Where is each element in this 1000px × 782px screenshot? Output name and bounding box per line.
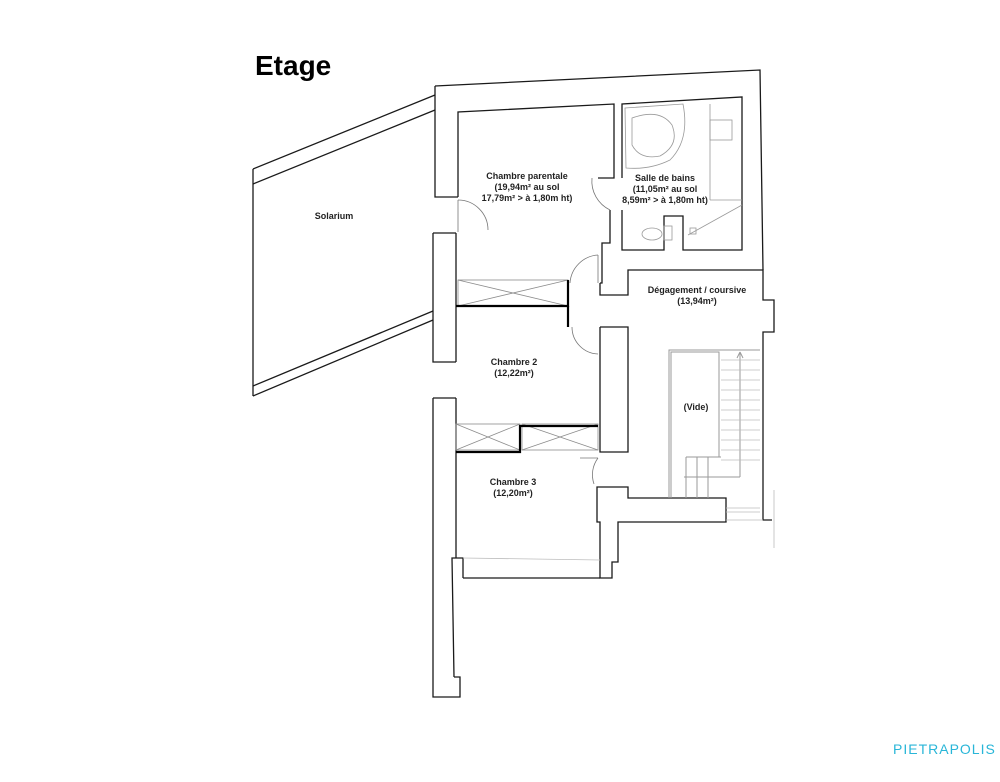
- room-area: (11,05m² au sol: [632, 184, 698, 194]
- solarium-outline: [252, 94, 436, 397]
- room-area: (13,94m²): [677, 296, 717, 306]
- room-name: Solarium: [314, 211, 354, 221]
- room-area-2: 17,79m² > à 1,80m ht): [481, 193, 573, 203]
- floor-title: Etage: [255, 50, 332, 81]
- room-area: (12,22m²): [494, 368, 534, 378]
- room-name: Chambre 2: [490, 357, 538, 367]
- room-label-degagement: Dégagement / coursive (13,94m²): [648, 285, 747, 307]
- room-name: Chambre parentale: [486, 171, 568, 181]
- room-name: Salle de bains: [634, 173, 696, 183]
- room-name: Dégagement / coursive: [647, 285, 747, 295]
- room-area-2: 8,59m² > à 1,80m ht): [622, 195, 708, 205]
- room-label-salle-de-bains: Salle de bains (11,05m² au sol 8,59m² > …: [622, 173, 708, 206]
- room-area: (19,94m² au sol: [494, 182, 560, 192]
- room-label-vide: (Vide): [684, 402, 709, 413]
- room-label-solarium: Solarium: [315, 211, 354, 222]
- room-label-chambre-2: Chambre 2 (12,22m²): [491, 357, 538, 379]
- room-area: (12,20m²): [493, 488, 533, 498]
- brand-logo: PIETRAPOLIS: [893, 741, 996, 757]
- room-name: (Vide): [683, 402, 709, 412]
- room-name: Chambre 3: [489, 477, 537, 487]
- room-label-chambre-3: Chambre 3 (12,20m²): [490, 477, 537, 499]
- room-label-chambre-parentale: Chambre parentale (19,94m² au sol 17,79m…: [482, 171, 573, 204]
